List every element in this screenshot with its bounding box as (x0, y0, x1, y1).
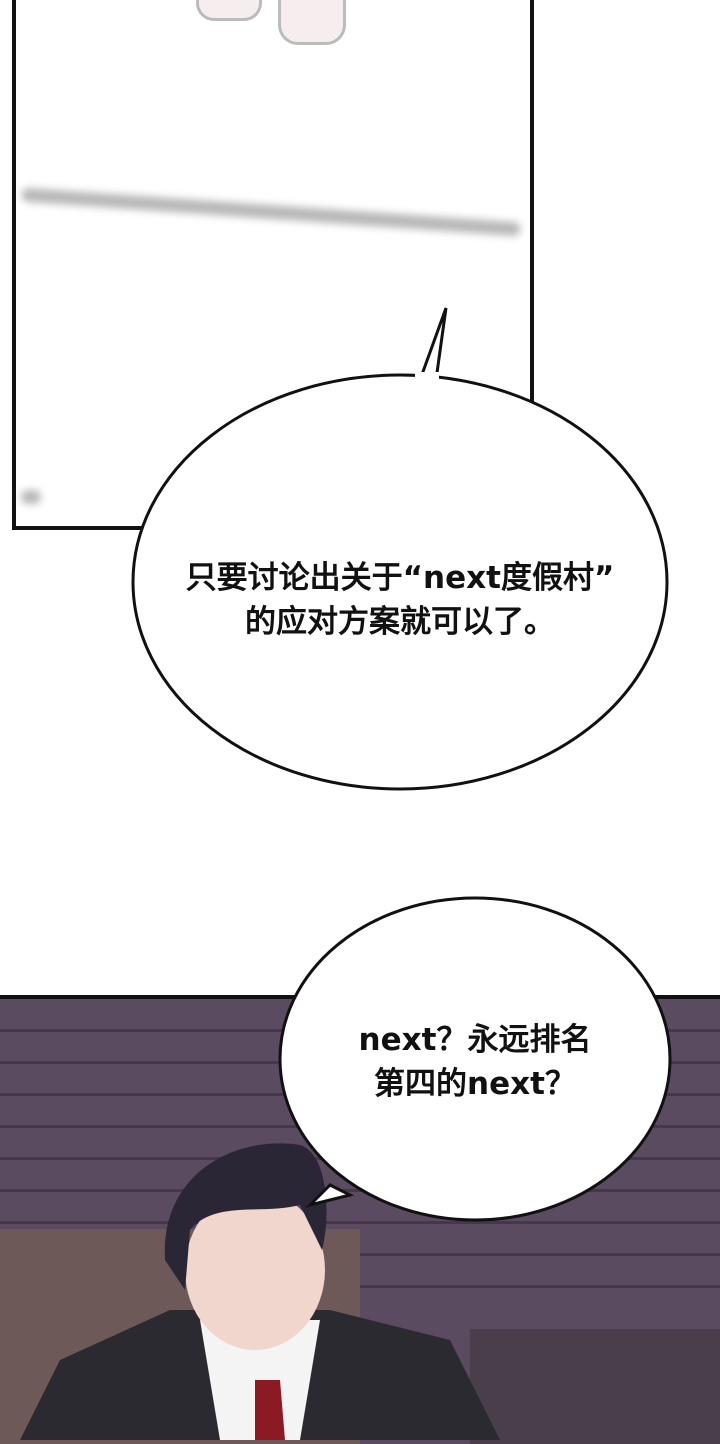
bubble-line: 只要讨论出关于“next度假村” (185, 560, 615, 596)
speech-bubble-tail (417, 307, 448, 382)
speech-bubble-2 (278, 896, 672, 1222)
blurred-text-line (21, 490, 41, 504)
speech-bubble-1 (131, 373, 669, 791)
man-character (20, 1143, 500, 1440)
fingers (278, 0, 346, 45)
speech-bubble-1-text: 只要讨论出关于“next度假村” 的应对方案就可以了。 (133, 556, 667, 644)
bubble-line: 第四的next？ (374, 1066, 576, 1102)
speech-bubble-2-text: next？永远排名 第四的next？ (280, 1018, 670, 1106)
bubble-line: 的应对方案就可以了。 (245, 604, 555, 640)
desk (470, 1329, 720, 1444)
bubble-line: next？永远排名 (358, 1022, 592, 1058)
speech-bubble-tail (305, 1183, 355, 1208)
